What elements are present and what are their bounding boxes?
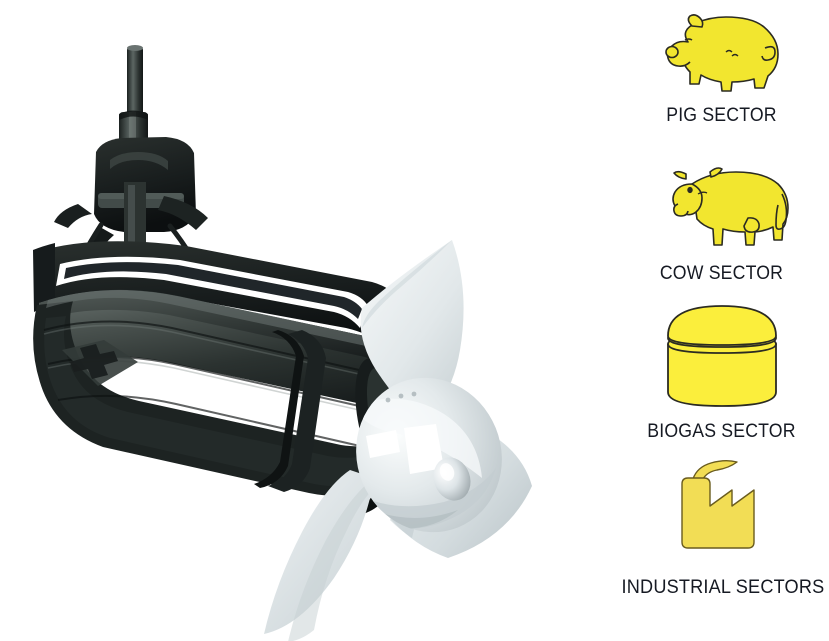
sector-label-industrial: INDUSTRIAL SECTORS (621, 576, 825, 598)
propeller (264, 240, 532, 641)
sector-item-cow[interactable]: COW SECTOR (614, 156, 829, 285)
sector-item-pig[interactable]: PIG SECTOR (614, 8, 829, 127)
body-emblem (62, 340, 138, 386)
sector-label-biogas: BIOGAS SECTOR (647, 421, 796, 442)
cow-icon (614, 156, 829, 256)
sector-label-pig: PIG SECTOR (666, 105, 777, 126)
biogas-tank-icon (614, 304, 829, 414)
motor-shroud (33, 241, 400, 348)
sector-label-cow: COW SECTOR (659, 263, 784, 284)
sector-list: PIG SECTOR (614, 0, 829, 641)
sector-item-biogas[interactable]: BIOGAS SECTOR (614, 304, 829, 443)
hub-nut (433, 457, 471, 501)
factory-icon (614, 452, 829, 567)
pig-icon (614, 8, 829, 98)
motor-body (33, 289, 403, 496)
product-image (33, 45, 532, 641)
sector-item-industrial[interactable]: INDUSTRIAL SECTORS (614, 452, 829, 599)
